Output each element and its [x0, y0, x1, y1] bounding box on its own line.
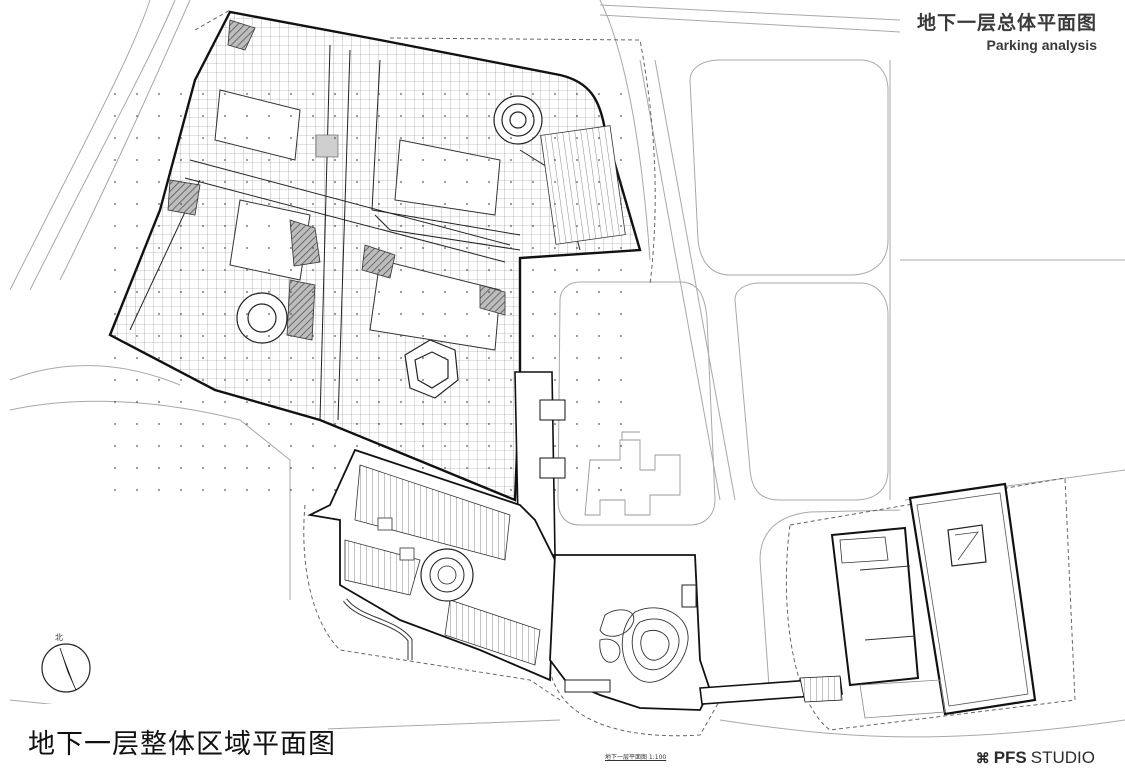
residential-cluster: [584, 431, 681, 516]
brand-name-bold: PFS: [993, 748, 1027, 767]
drawing-scale-note: 地下一层平面图 1:100: [605, 754, 667, 761]
page-subtitle: Parking analysis: [986, 37, 1097, 53]
lower-plaza: [549, 554, 711, 711]
site-boundaries: [194, 9, 1076, 737]
main-mall-block: [108, 10, 642, 502]
north-label: 北: [55, 633, 63, 642]
east-buildings: [830, 482, 1037, 719]
brand-name-light: STUDIO: [1030, 748, 1095, 767]
caption-panel: [10, 704, 328, 768]
page-title: 地下一层总体平面图: [916, 12, 1097, 34]
plan-caption: 地下一层整体区域平面图: [28, 729, 336, 760]
brand-mark-icon: ⌘: [975, 749, 990, 766]
east-link: [699, 675, 843, 705]
brand-logo: ⌘ PFS STUDIO: [976, 748, 1095, 768]
north-arrow: 北: [41, 633, 91, 693]
mid-parking-block: [307, 448, 556, 682]
